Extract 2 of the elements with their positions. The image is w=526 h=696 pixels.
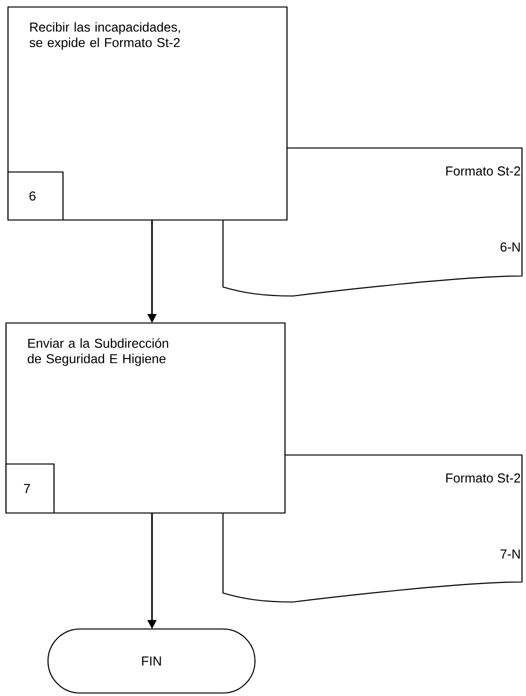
step-number-box: 7 — [5, 463, 55, 514]
step-number-box: 6 — [7, 171, 64, 221]
